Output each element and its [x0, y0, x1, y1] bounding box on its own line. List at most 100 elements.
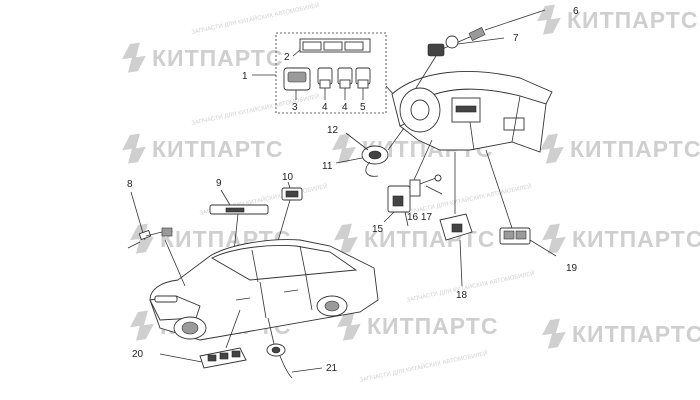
antenna [127, 191, 173, 249]
car-body [149, 239, 379, 341]
watermark-brand: КИТПАРТС [572, 321, 700, 347]
dashed-group-frame [275, 32, 387, 114]
center-console-radio [455, 105, 477, 113]
callout-21: 21 [326, 363, 338, 374]
leader-line-8 [130, 191, 146, 241]
leader-line-7 [457, 37, 505, 45]
callout-4: 4 [322, 102, 328, 113]
switch-4-base [339, 79, 351, 89]
leader-line-20 [159, 353, 203, 363]
callout-labels: 1 2 3 4 4 5 6 7 8 9 10 11 12 15 16 17 18… [127, 6, 579, 374]
antenna-mast [145, 231, 163, 237]
window-switch-to-car-line [225, 309, 241, 349]
column-switch [415, 9, 546, 89]
leader-line-6 [484, 9, 546, 31]
callout-5: 5 [360, 102, 366, 113]
callout-11: 11 [322, 161, 333, 172]
callout-10: 10 [282, 172, 294, 183]
kitparts-logo-icon [122, 42, 146, 73]
watermark: КИТПАРТС ЗАПЧАСТИ ДЛЯ КИТАЙСКИХ АВТОМОБИ… [122, 92, 321, 164]
ignition-to-dash-line [413, 139, 433, 181]
dome-light [275, 181, 303, 249]
kitparts-logo-icon [537, 4, 561, 35]
watermark: КИТПАРТС [542, 318, 700, 349]
window-switch-key [219, 352, 229, 360]
antenna-base [138, 229, 152, 241]
callout-20: 20 [132, 349, 144, 360]
window-switch-key [231, 350, 241, 358]
watermark: КИТПАРТС [542, 223, 700, 254]
clock-spring-wire [365, 161, 379, 177]
leader-line-12 [345, 132, 369, 151]
leader-line-19 [529, 239, 557, 257]
kitparts-logo-icon [334, 223, 358, 254]
callout-19: 19 [566, 263, 578, 274]
car-pillar [251, 249, 259, 283]
ignition-lock [409, 179, 421, 197]
column-to-dash-line [415, 55, 437, 89]
watermark-brand: КИТПАРТС [572, 226, 700, 252]
callout-8: 8 [127, 179, 133, 190]
watermark-brand: КИТПАРТС [152, 45, 283, 71]
switch-module-to-dash-line [485, 149, 513, 229]
switch-4-base [319, 79, 331, 89]
callout-9: 9 [216, 178, 222, 189]
clock-spring [335, 127, 405, 177]
car-rear-hub [324, 300, 340, 312]
callout-4: 4 [342, 102, 348, 113]
switch-5-base [357, 79, 369, 89]
callout-1: 1 [242, 71, 248, 82]
dashboard-seam [511, 95, 521, 143]
stalk-tip [468, 27, 486, 41]
kitparts-logo-icon [130, 310, 154, 341]
door-switch-wire [279, 355, 293, 379]
switch-group-box [252, 32, 403, 114]
leader-line-16 [404, 211, 409, 227]
door-switch-to-car-line [267, 317, 275, 345]
switch-panel-2-button [302, 41, 322, 51]
car-door-handle [283, 289, 299, 293]
ignition-connector [392, 195, 404, 207]
dashboard-seam [469, 121, 475, 151]
clock-spring-to-dash-line [387, 127, 405, 151]
leader-line-2 [292, 49, 301, 57]
leader-line-11 [335, 157, 363, 164]
rearview-mirror [209, 189, 269, 271]
leader-line-10 [287, 181, 291, 189]
kitparts-logo-icon [542, 318, 566, 349]
antenna-connector [161, 227, 173, 237]
steering-wheel-hub [410, 99, 430, 121]
leader-line-18 [459, 239, 463, 287]
callout-7: 7 [513, 33, 519, 44]
callout-3: 3 [292, 102, 298, 113]
door-switch-button [271, 346, 281, 354]
key-shaft [419, 177, 437, 185]
antenna-to-car-line [164, 239, 186, 287]
switch-3-face [287, 71, 307, 83]
leader-line-9 [220, 189, 231, 206]
leader-line-21 [291, 367, 323, 373]
car-door-seam [305, 275, 313, 311]
switch-module-key [515, 230, 527, 240]
kitparts-logo-icon [337, 310, 361, 341]
car-windows [211, 245, 358, 281]
leader-line-15 [383, 211, 395, 223]
clock-spring-center [368, 150, 382, 160]
watermark-tagline: ЗАПЧАСТИ ДЛЯ КИТАЙСКИХ АВТОМОБИЛЕЙ [359, 349, 489, 384]
switch-panel-2-button [344, 41, 364, 51]
watermark-tagline: ЗАПЧАСТИ ДЛЯ КИТАЙСКИХ АВТОМОБИЛЕЙ [191, 1, 321, 36]
kitparts-logo-icon [122, 133, 146, 164]
kitparts-logo-icon [542, 223, 566, 254]
watermark: КИТПАРТС [540, 133, 700, 164]
watermark-brand: КИТПАРТС [567, 7, 698, 33]
watermark-brand: КИТПАРТС [570, 136, 700, 162]
dome-light-lens [285, 190, 299, 198]
watermark-tagline: ЗАПЧАСТИ ДЛЯ КИТАЙСКИХ АВТОМОБИЛЕЙ [406, 269, 536, 304]
watermark: КИТПАРТС [537, 4, 698, 35]
callout-2: 2 [284, 52, 290, 63]
center-switch-button [451, 223, 463, 233]
watermark-tagline: ЗАПЧАСТИ ДЛЯ КИТАЙСКИХ АВТОМОБИЛЕЙ [191, 92, 321, 127]
door-switch [266, 317, 323, 379]
